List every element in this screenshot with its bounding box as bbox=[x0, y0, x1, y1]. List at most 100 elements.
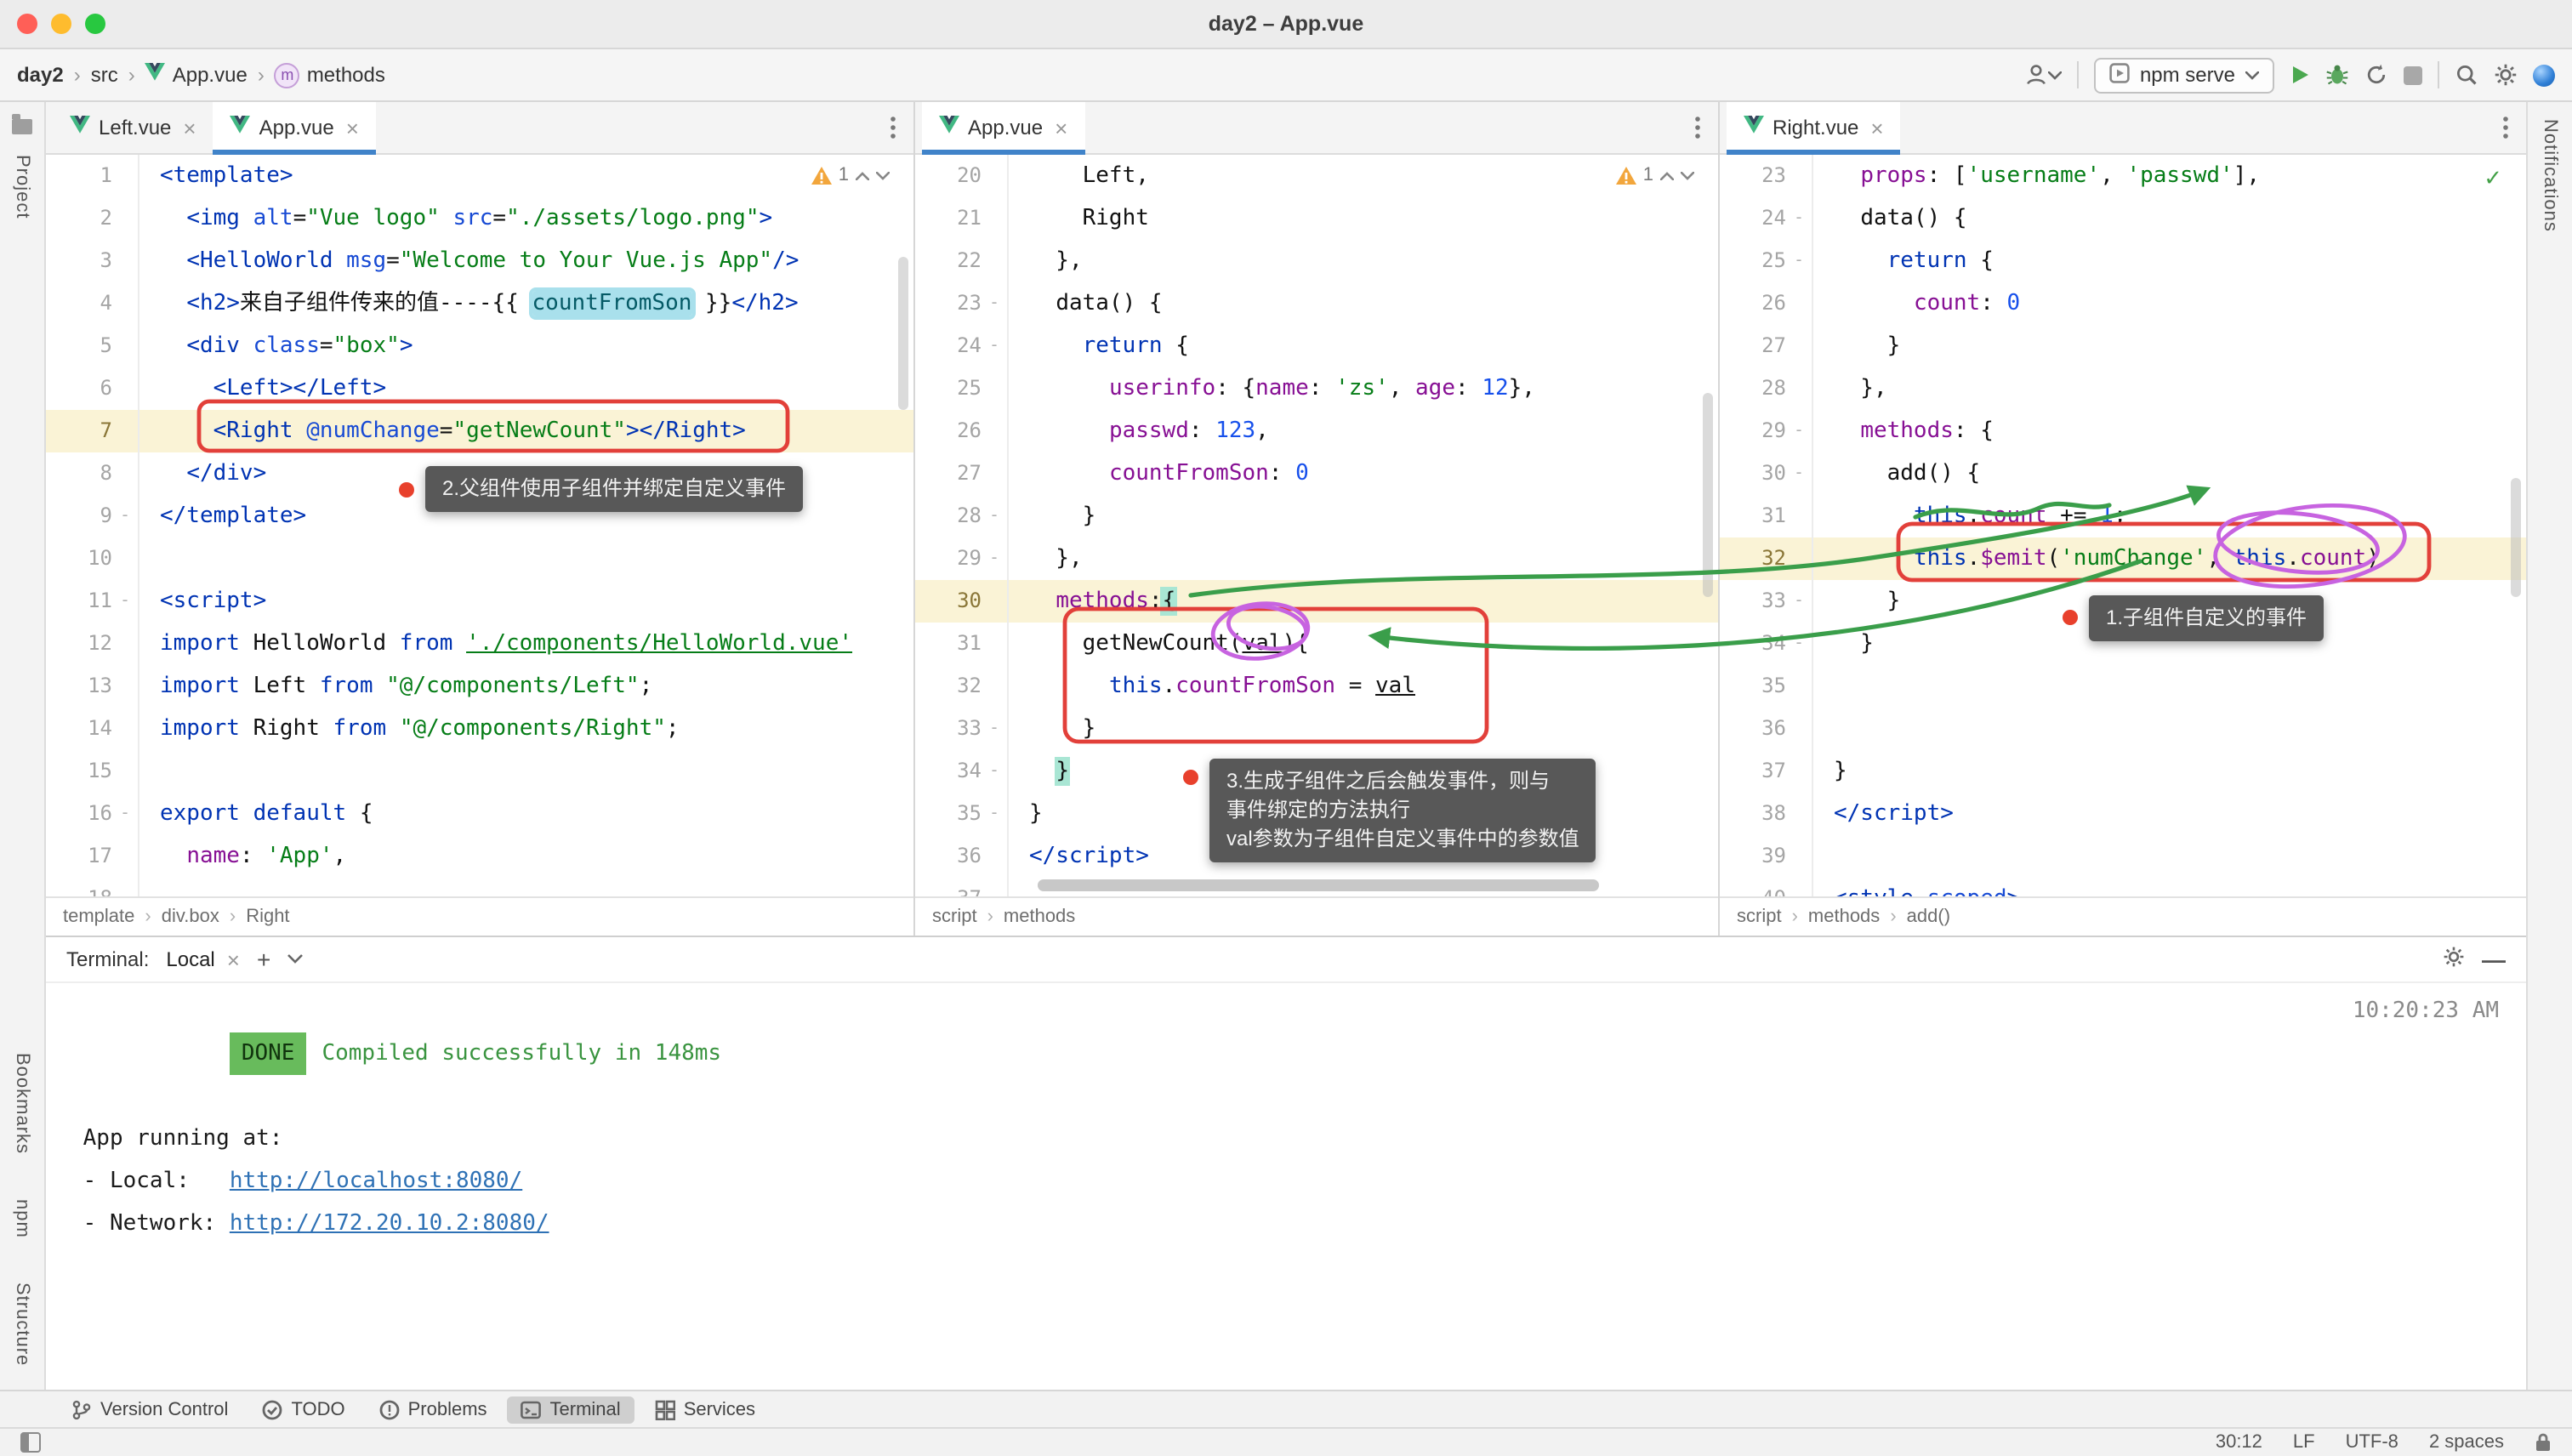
fold-marker-icon[interactable] bbox=[1786, 282, 1812, 325]
run-icon[interactable] bbox=[2290, 65, 2310, 85]
breadcrumb-item-methods[interactable]: methods bbox=[1807, 907, 1881, 927]
line-number[interactable]: 3 bbox=[46, 240, 138, 282]
line-number[interactable]: 1 bbox=[46, 155, 138, 197]
line-number[interactable]: 15 bbox=[46, 750, 138, 793]
code-line[interactable]: data() { bbox=[1056, 291, 1163, 316]
code-line[interactable]: countFromSon: 0 bbox=[1108, 461, 1309, 486]
more-options-icon[interactable] bbox=[2485, 102, 2526, 153]
close-tab-icon[interactable]: × bbox=[1870, 115, 1884, 140]
line-number[interactable]: 14 bbox=[46, 708, 138, 750]
line-number[interactable]: 37 bbox=[915, 878, 1007, 896]
code-line[interactable]: add() { bbox=[1886, 461, 1981, 486]
breadcrumb-item-add()[interactable]: add() bbox=[1906, 907, 1951, 927]
fold-marker-icon[interactable] bbox=[112, 537, 138, 580]
fold-marker-icon[interactable] bbox=[112, 410, 138, 452]
line-number[interactable]: 32 bbox=[1720, 537, 1812, 580]
code-line[interactable]: } bbox=[1029, 716, 1096, 742]
breadcrumb-item-script[interactable]: script bbox=[932, 907, 977, 927]
fold-marker-icon[interactable]: - bbox=[988, 719, 1000, 738]
status-item[interactable]: 30:12 bbox=[2215, 1432, 2262, 1453]
editor-tab-Left.vue[interactable]: Left.vue× bbox=[53, 102, 213, 153]
fold-marker-icon[interactable]: - bbox=[1793, 464, 1805, 483]
code-line[interactable]: <Left></Left> bbox=[213, 376, 387, 401]
line-number[interactable]: 31 bbox=[1720, 495, 1812, 537]
fold-marker-icon[interactable] bbox=[982, 410, 1007, 452]
code-line[interactable] bbox=[139, 537, 913, 580]
tool-stripe-button-structure[interactable]: Structure bbox=[12, 1282, 32, 1366]
line-number[interactable]: 11- bbox=[46, 580, 138, 623]
line-number[interactable]: 34- bbox=[915, 750, 1007, 793]
line-number[interactable]: 35 bbox=[1720, 665, 1812, 708]
toolwindow-button-todo[interactable]: TODO bbox=[248, 1396, 358, 1423]
code-line[interactable]: this.countFromSon = val bbox=[1108, 674, 1415, 699]
more-options-icon[interactable] bbox=[1677, 102, 1718, 153]
fold-marker-icon[interactable]: - bbox=[988, 805, 1000, 823]
line-number[interactable]: 29- bbox=[1720, 410, 1812, 452]
editor-tab-App.vue[interactable]: App.vue× bbox=[213, 102, 376, 155]
tool-stripe-button-npm[interactable]: npm bbox=[12, 1198, 32, 1238]
code-line[interactable]: }, bbox=[1029, 546, 1083, 572]
network-url-link[interactable]: http://172.20.10.2:8080/ bbox=[229, 1211, 549, 1237]
minimize-window-button[interactable] bbox=[51, 14, 71, 34]
line-number[interactable]: 34- bbox=[1720, 623, 1812, 665]
code-line[interactable]: <style scoped> bbox=[1813, 878, 2526, 896]
fold-marker-icon[interactable] bbox=[112, 197, 138, 240]
fold-marker-icon[interactable] bbox=[112, 452, 138, 495]
debug-icon[interactable] bbox=[2325, 63, 2349, 87]
chevron-down-icon[interactable] bbox=[287, 954, 304, 964]
fold-marker-icon[interactable] bbox=[112, 623, 138, 665]
breadcrumb-item-Right[interactable]: Right bbox=[246, 907, 290, 927]
vertical-scrollbar[interactable] bbox=[898, 257, 908, 410]
fold-marker-icon[interactable]: - bbox=[988, 762, 1000, 781]
nav-breadcrumb-src[interactable]: src bbox=[90, 63, 118, 87]
line-number[interactable]: 39 bbox=[1720, 835, 1812, 878]
inspection-widget[interactable]: ✓ bbox=[2477, 163, 2509, 194]
fold-marker-icon[interactable]: - bbox=[1793, 209, 1805, 228]
breadcrumb-item-methods[interactable]: methods bbox=[1003, 907, 1076, 927]
code-line[interactable]: }, bbox=[1029, 248, 1083, 274]
code-line[interactable]: this.count += 1; bbox=[1913, 503, 2127, 529]
fold-marker-icon[interactable]: - bbox=[1793, 592, 1805, 611]
line-number[interactable]: 9- bbox=[46, 495, 138, 537]
fold-marker-icon[interactable] bbox=[1786, 495, 1812, 537]
line-number[interactable]: 36 bbox=[915, 835, 1007, 878]
fold-marker-icon[interactable] bbox=[112, 665, 138, 708]
line-number[interactable]: 20 bbox=[915, 155, 1007, 197]
code-line[interactable]: </script> bbox=[1029, 844, 1149, 869]
fold-marker-icon[interactable] bbox=[982, 835, 1007, 878]
run-configuration-select[interactable]: npm serve bbox=[2093, 57, 2274, 93]
fold-marker-icon[interactable]: - bbox=[119, 507, 131, 526]
line-number[interactable]: 23- bbox=[915, 282, 1007, 325]
code-line[interactable]: } bbox=[1834, 333, 1901, 359]
code-line[interactable]: name: 'App', bbox=[186, 844, 347, 869]
line-number[interactable]: 25 bbox=[915, 367, 1007, 410]
line-number[interactable]: 26 bbox=[1720, 282, 1812, 325]
code-line[interactable]: <h2>来自子组件传来的值----{{ countFromSon }}</h2> bbox=[186, 291, 799, 316]
vertical-scrollbar[interactable] bbox=[1703, 393, 1713, 597]
fold-marker-icon[interactable] bbox=[982, 623, 1007, 665]
line-number[interactable]: 24- bbox=[1720, 197, 1812, 240]
line-number[interactable]: 32 bbox=[915, 665, 1007, 708]
code-line[interactable]: </div> bbox=[186, 461, 267, 486]
line-number[interactable]: 22 bbox=[915, 240, 1007, 282]
code-line[interactable] bbox=[1813, 665, 2526, 708]
fold-marker-icon[interactable] bbox=[1786, 750, 1812, 793]
nav-breadcrumb-App.vue[interactable]: App.vue bbox=[145, 63, 248, 87]
tool-stripe-button-notifications[interactable]: Notifications bbox=[2540, 119, 2560, 232]
code-line[interactable]: <script> bbox=[160, 589, 267, 614]
nav-breadcrumb-day2[interactable]: day2 bbox=[17, 63, 64, 87]
fold-marker-icon[interactable] bbox=[1786, 878, 1812, 896]
code-line[interactable]: props: ['username', 'passwd'], bbox=[1860, 163, 2260, 189]
code-line[interactable]: import HelloWorld from './components/Hel… bbox=[160, 631, 853, 657]
fold-marker-icon[interactable] bbox=[982, 452, 1007, 495]
line-number[interactable]: 18 bbox=[46, 878, 138, 896]
code-line[interactable]: this.$emit('numChange', this.count) bbox=[1813, 537, 2526, 580]
line-number[interactable]: 10 bbox=[46, 537, 138, 580]
fold-marker-icon[interactable] bbox=[112, 835, 138, 878]
line-number[interactable]: 28- bbox=[915, 495, 1007, 537]
inspection-widget[interactable]: 1 bbox=[804, 163, 896, 187]
